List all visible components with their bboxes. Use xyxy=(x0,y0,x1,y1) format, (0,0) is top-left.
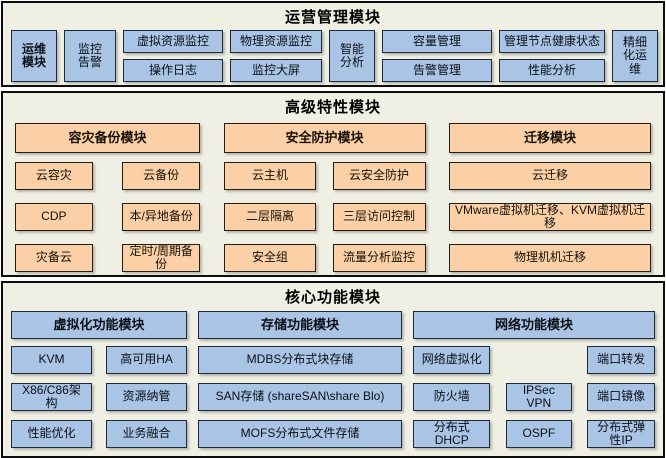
box-cdp: CDP xyxy=(15,203,93,231)
ops-stack-capacity: 容量管理 告警管理 xyxy=(382,30,492,82)
box-traffic-analysis-monitor: 流量分析监控 xyxy=(332,244,426,272)
box-mdbs-block-storage: MDBS分布式块存储 xyxy=(198,346,402,374)
ops-box-capacity-management: 容量管理 xyxy=(382,30,492,53)
storage-column: 存储功能模块 MDBS分布式块存储 SAN存储 (shareSAN\share … xyxy=(198,311,402,456)
box-port-forwarding: 端口转发 xyxy=(587,346,655,374)
box-performance-optimization: 性能优化 xyxy=(11,420,92,448)
migration-column: 迁移模块 云迁移 VMware虚拟机迁移、KVM虚拟机迁移 物理机机迁移 xyxy=(449,123,651,275)
virtualization-header: 虚拟化功能模块 xyxy=(11,311,187,339)
security-protection-column: 安全防护模块 云主机 云安全防护 二层隔离 三层访问控制 安全组 流量分析监控 xyxy=(223,123,426,275)
ops-stack-node-health: 管理节点健康状态 性能分析 xyxy=(499,30,605,82)
advanced-features-panel: 高级特性模块 容灾备份模块 云容灾 云备份 CDP 本/异地备份 灾备云 定时/… xyxy=(1,91,665,277)
box-ospf: OSPF xyxy=(506,420,572,448)
box-high-availability: 高可用HA xyxy=(106,346,187,374)
virtualization-column: 虚拟化功能模块 KVM 高可用HA X86/C86架 构 资源纳管 性能优化 业… xyxy=(11,311,187,456)
disaster-recovery-rows: 云容灾 云备份 CDP 本/异地备份 灾备云 定时/周期备份 xyxy=(15,162,200,272)
box-distributed-dhcp: 分布式 DHCP xyxy=(413,420,491,448)
box-cloud-migration: 云迁移 xyxy=(449,162,651,190)
operations-management-panel: 运营管理模块 运维 模块 监控 告警 虚拟资源监控 操作日志 物理资源监控 监控… xyxy=(1,1,665,87)
box-layer3-access-control: 三层访问控制 xyxy=(332,203,426,231)
box-local-remote-backup: 本/异地备份 xyxy=(122,203,200,231)
box-x86-c86-architecture: X86/C86架 构 xyxy=(11,383,92,411)
ops-box-alert-management: 告警管理 xyxy=(382,59,492,82)
box-physical-machine-migration: 物理机机迁移 xyxy=(449,244,651,272)
advanced-columns: 容灾备份模块 云容灾 云备份 CDP 本/异地备份 灾备云 定时/周期备份 xyxy=(3,119,663,275)
migration-rows: 云迁移 VMware虚拟机迁移、KVM虚拟机迁移 物理机机迁移 xyxy=(449,162,651,272)
box-network-virtualization: 网络虚拟化 xyxy=(413,346,491,374)
migration-header: 迁移模块 xyxy=(449,123,651,153)
box-port-mirroring: 端口镜像 xyxy=(587,383,655,411)
ops-box-virtual-resource-monitor: 虚拟资源监控 xyxy=(123,30,223,53)
box-cloud-backup: 云备份 xyxy=(122,162,200,190)
operations-panel-title: 运营管理模块 xyxy=(284,9,381,26)
box-distributed-elastic-ip: 分布式弹 性IP xyxy=(587,420,655,448)
box-dr-cloud: 灾备云 xyxy=(15,244,93,272)
ops-box-operation-log: 操作日志 xyxy=(123,59,223,82)
box-firewall: 防火墙 xyxy=(413,383,491,411)
ops-stack-virtual: 虚拟资源监控 操作日志 xyxy=(123,30,223,82)
box-vmware-kvm-migration: VMware虚拟机迁移、KVM虚拟机迁移 xyxy=(449,203,651,231)
box-ipsec-vpn: IPSec VPN xyxy=(506,383,572,411)
box-resource-management: 资源纳管 xyxy=(106,383,187,411)
network-rows: 网络虚拟化 端口转发 防火墙 IPSec VPN 端口镜像 分布式 DHCP O… xyxy=(413,346,655,448)
box-cloud-disaster-recovery: 云容灾 xyxy=(15,162,93,190)
box-security-group: 安全组 xyxy=(223,244,317,272)
ops-box-intelligent-analysis: 智能 分析 xyxy=(329,30,375,82)
security-protection-header: 安全防护模块 xyxy=(223,123,426,153)
advanced-panel-title: 高级特性模块 xyxy=(284,99,381,116)
box-layer2-isolation: 二层隔离 xyxy=(223,203,317,231)
network-column: 网络功能模块 网络虚拟化 端口转发 防火墙 IPSec VPN 端口镜像 分布式… xyxy=(413,311,655,456)
box-cloud-security-protection: 云安全防护 xyxy=(332,162,426,190)
storage-header: 存储功能模块 xyxy=(198,311,402,339)
ops-box-node-health-status: 管理节点健康状态 xyxy=(499,30,605,53)
ops-box-refined-operation: 精细 化运 维 xyxy=(612,30,658,82)
ops-stack-physical: 物理资源监控 监控大屏 xyxy=(230,30,322,82)
core-panel-title: 核心功能模块 xyxy=(284,289,381,306)
ops-box-physical-resource-monitor: 物理资源监控 xyxy=(230,30,322,53)
box-san-storage: SAN存储 (shareSAN\share Blo) xyxy=(198,383,402,411)
network-header: 网络功能模块 xyxy=(413,311,655,339)
ops-box-monitor-alert: 监控 告警 xyxy=(64,30,116,82)
box-mofs-file-storage: MOFS分布式文件存储 xyxy=(198,420,402,448)
ops-box-performance-analysis: 性能分析 xyxy=(499,59,605,82)
box-cloud-host: 云主机 xyxy=(223,162,317,190)
disaster-recovery-header: 容灾备份模块 xyxy=(15,123,200,153)
virtualization-rows: KVM 高可用HA X86/C86架 构 资源纳管 性能优化 业务融合 xyxy=(11,346,187,448)
storage-rows: MDBS分布式块存储 SAN存储 (shareSAN\share Blo) MO… xyxy=(198,346,402,448)
security-rows: 云主机 云安全防护 二层隔离 三层访问控制 安全组 流量分析监控 xyxy=(223,162,426,272)
box-scheduled-backup: 定时/周期备份 xyxy=(122,244,200,272)
core-functions-panel: 核心功能模块 虚拟化功能模块 KVM 高可用HA X86/C86架 构 资源纳管… xyxy=(1,281,665,458)
box-business-integration: 业务融合 xyxy=(106,420,187,448)
operations-row: 运维 模块 监控 告警 虚拟资源监控 操作日志 物理资源监控 监控大屏 智能 分… xyxy=(3,29,663,82)
box-kvm: KVM xyxy=(11,346,92,374)
core-columns: 虚拟化功能模块 KVM 高可用HA X86/C86架 构 资源纳管 性能优化 业… xyxy=(3,309,663,456)
disaster-recovery-column: 容灾备份模块 云容灾 云备份 CDP 本/异地备份 灾备云 定时/周期备份 xyxy=(15,123,200,275)
ops-box-monitor-dashboard: 监控大屏 xyxy=(230,59,322,82)
ops-box-yunwei-module: 运维 模块 xyxy=(11,30,57,82)
